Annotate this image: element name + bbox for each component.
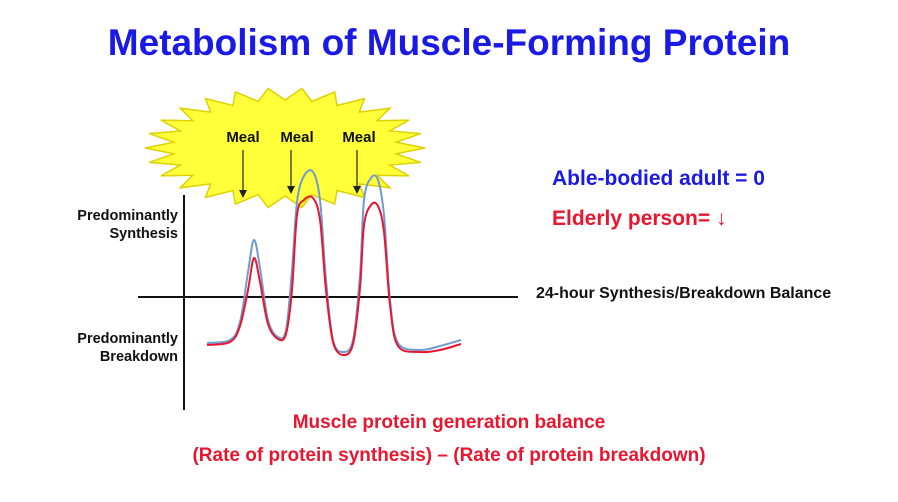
meal-label-1: Meal — [226, 129, 259, 146]
meal-arrow-2 — [287, 150, 295, 194]
meal-burst-shape — [144, 87, 426, 209]
meal-label-3: Meal — [342, 129, 375, 146]
y-label-breakdown: Predominantly Breakdown — [77, 331, 178, 365]
formula-line-2: (Rate of protein synthesis) – (Rate of p… — [192, 445, 706, 466]
y-label-synthesis: Predominantly Synthesis — [77, 208, 178, 242]
meal-arrow-1 — [239, 150, 247, 198]
page-title: Metabolism of Muscle-Forming Protein — [107, 22, 791, 63]
meal-arrow-3 — [353, 150, 361, 194]
legend-elderly: Elderly person= ↓ — [552, 207, 727, 230]
meal-label-2: Meal — [280, 129, 313, 146]
legend-adult: Able-bodied adult = 0 — [552, 167, 765, 190]
formula-line-1: Muscle protein generation balance — [292, 412, 606, 433]
elderly-balance-curve — [206, 195, 462, 357]
x-axis-label: 24-hour Synthesis/Breakdown Balance — [536, 285, 832, 302]
